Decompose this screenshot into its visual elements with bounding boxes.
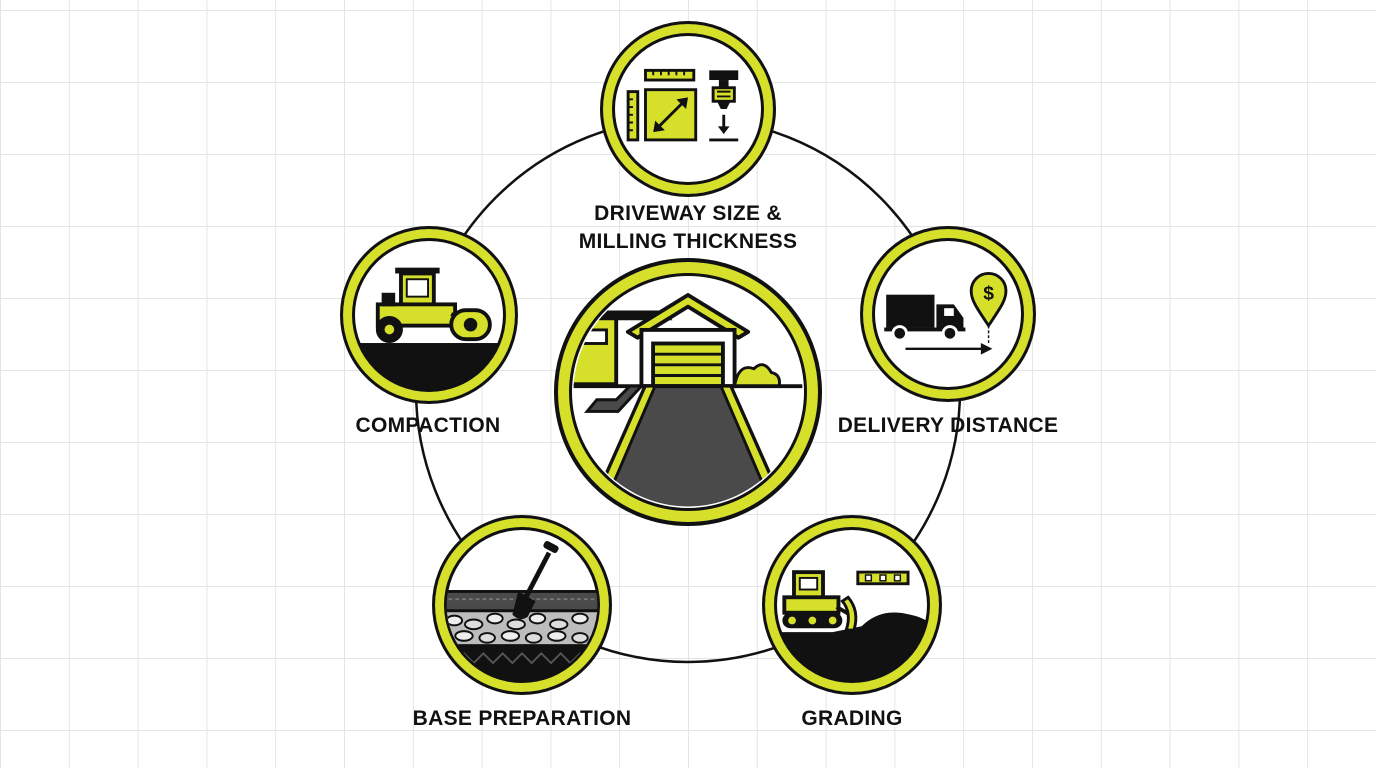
house-and-driveway-icon — [573, 293, 803, 507]
measure-ruler-and-press-icon — [626, 68, 739, 142]
compaction-label: COMPACTION — [355, 414, 501, 437]
base-preparation-label: BASE PREPARATION — [412, 707, 632, 730]
grading-label: GRADING — [801, 707, 903, 730]
driveway-size-label-line-1: DRIVEWAY SIZE & — [594, 202, 782, 225]
compaction-node — [340, 226, 518, 404]
driveway-size-label: DRIVEWAY SIZE & MILLING THICKNESS — [560, 200, 816, 256]
delivery-distance-node: $ — [860, 226, 1036, 402]
bulldozer-and-level-icon — [776, 570, 928, 681]
grading-node — [762, 515, 942, 695]
delivery-truck-and-price-pin-icon: $ — [884, 271, 1008, 355]
center-house-driveway-node — [554, 258, 822, 526]
driveway-size-label-line-2: MILLING THICKNESS — [578, 230, 798, 253]
price-pin-symbol: $ — [983, 284, 994, 305]
base-preparation-node — [432, 515, 612, 695]
driveway-size-node — [600, 21, 776, 197]
shovel-and-gravel-layers-icon — [446, 540, 598, 681]
delivery-distance-label: DELIVERY DISTANCE — [837, 414, 1059, 437]
road-roller-icon — [354, 267, 504, 390]
